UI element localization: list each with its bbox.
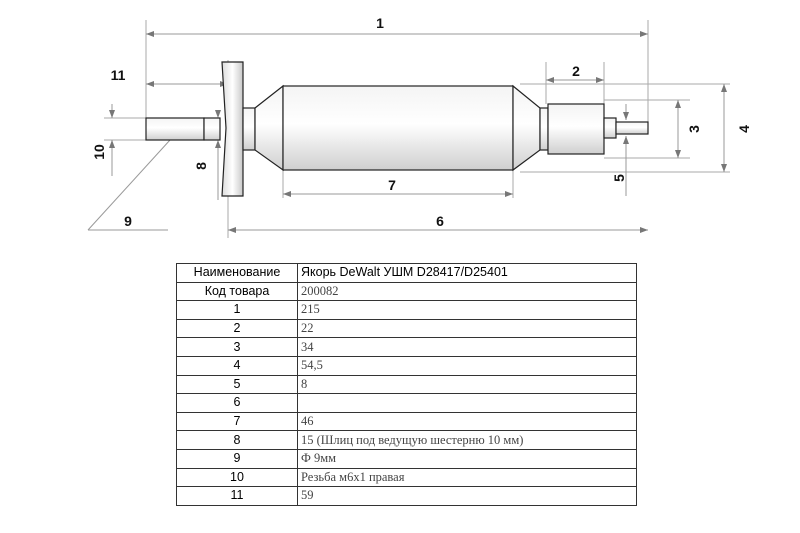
table-cell-key: 10 [176,467,298,488]
table-cell-value: Резьба м6х1 правая [297,467,637,488]
bearing-seat [603,117,617,139]
table-cell-value: 59 [297,486,637,506]
table-cell-value: 8 [297,374,637,395]
dim-label-5: 5 [611,174,627,182]
commutator [547,103,605,155]
left-shaft-collar [203,117,221,141]
table-cell-value: Ф 9мм [297,448,637,469]
table-cell-key: 1 [176,300,298,320]
table-cell-value: 215 [297,300,637,320]
table-cell-value: 15 (Шлиц под ведущую шестерню 10 мм) [297,430,637,450]
dim-label-6: 6 [436,213,444,229]
table-cell-key: 4 [176,355,298,376]
table-row: 6 [176,393,637,413]
armature-core [282,85,514,171]
left-shaft [145,117,205,141]
table-cell-value: 46 [297,411,637,432]
table-cell-value: 54,5 [297,355,637,376]
table-cell-key: 6 [176,393,298,413]
armature-part [145,61,649,197]
dim-label-4: 4 [736,125,752,133]
dim-label-3: 3 [686,125,702,133]
dim-label-10: 10 [91,144,107,160]
dim-label-2: 2 [572,63,580,79]
table-cell-key: Код товара [176,281,298,302]
table-cell-key: 5 [176,374,298,395]
table-cell-key: Наименование [176,263,298,283]
right-neck [539,107,549,151]
table-cell-key: 3 [176,337,298,357]
table-cell-value: 22 [297,318,637,339]
dim-label-9: 9 [124,213,132,229]
fan-disk [221,61,244,197]
table-cell-key: 2 [176,318,298,339]
left-neck [242,107,256,151]
left-cone [254,84,284,172]
table-cell-key: 7 [176,411,298,432]
table-cell-value [297,393,637,413]
dim-label-7: 7 [388,177,396,193]
table-cell-value: Якорь DeWalt УШМ D28417/D25401 [297,263,637,283]
table-cell-value: 200082 [297,281,637,302]
dim-label-1: 1 [376,15,384,31]
dim-label-8: 8 [193,162,209,170]
right-cone [512,84,541,172]
armature-drawing: 1 11 2 3 4 5 7 6 8 10 9 [87,15,752,238]
table-cell-key: 8 [176,430,298,450]
right-shaft [615,121,649,135]
table-cell-value: 34 [297,337,637,357]
table-cell-key: 9 [176,448,298,469]
dim-label-11: 11 [111,67,126,83]
dimension-labels: 1 11 2 3 4 5 7 6 8 10 9 [91,15,752,229]
table-cell-key: 11 [176,486,298,506]
